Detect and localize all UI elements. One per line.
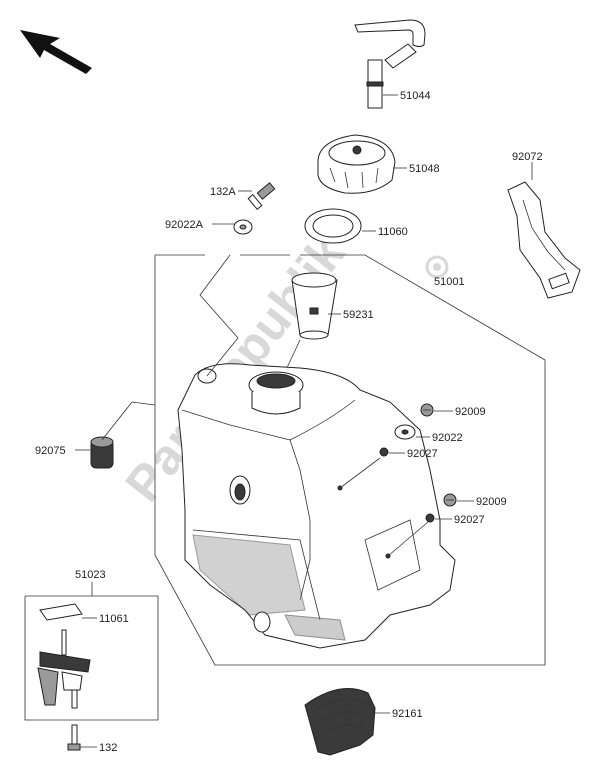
label-132: 132 (99, 742, 117, 754)
label-132A: 132A (210, 186, 236, 198)
front-direction-arrow-icon (20, 30, 92, 74)
label-92027-lower: 92027 (454, 514, 485, 526)
rubber-strap: 92072 (507, 151, 581, 299)
fuel-cock-assembly: 51023 11061 132 (24, 569, 159, 754)
tank-label-group: 51001 (434, 276, 465, 288)
label-92009-lower: 92009 (476, 496, 507, 508)
label-59231: 59231 (343, 309, 374, 321)
screw-92009-upper: 92009 (420, 403, 486, 418)
label-51023: 51023 (75, 569, 106, 581)
label-92009-upper: 92009 (455, 406, 486, 418)
heat-guard: 92161 (304, 688, 423, 756)
label-92075: 92075 (35, 445, 66, 457)
watermark-gear-icon (425, 255, 449, 279)
bolt-132A: 132A (210, 182, 276, 210)
label-11061: 11061 (99, 613, 129, 625)
assembly-outline (154, 254, 546, 666)
nut-92027-lower: 92027 (425, 513, 485, 526)
label-92072: 92072 (512, 151, 543, 163)
label-51044: 51044 (400, 90, 431, 102)
label-92022A: 92022A (165, 219, 204, 231)
label-92161: 92161 (392, 708, 423, 720)
washer-92022A: 92022A (165, 219, 253, 235)
screw-92009-lower: 92009 (443, 493, 507, 508)
fuel-cap: 51048 (317, 134, 440, 194)
label-92022: 92022 (432, 432, 463, 444)
label-11060: 11060 (378, 226, 408, 238)
fuel-tank (177, 254, 456, 649)
nut-92027-upper: 92027 (379, 447, 438, 460)
cap-gasket: 11060 (304, 208, 408, 244)
label-51001: 51001 (434, 276, 465, 288)
filler-strainer: 59231 (284, 272, 374, 373)
washer-92022: 92022 (394, 424, 463, 444)
grommet-92075: 92075 (35, 401, 156, 469)
label-51048: 51048 (409, 163, 440, 175)
label-92027-upper: 92027 (407, 448, 438, 460)
breather-hose: 51044 (354, 19, 431, 109)
